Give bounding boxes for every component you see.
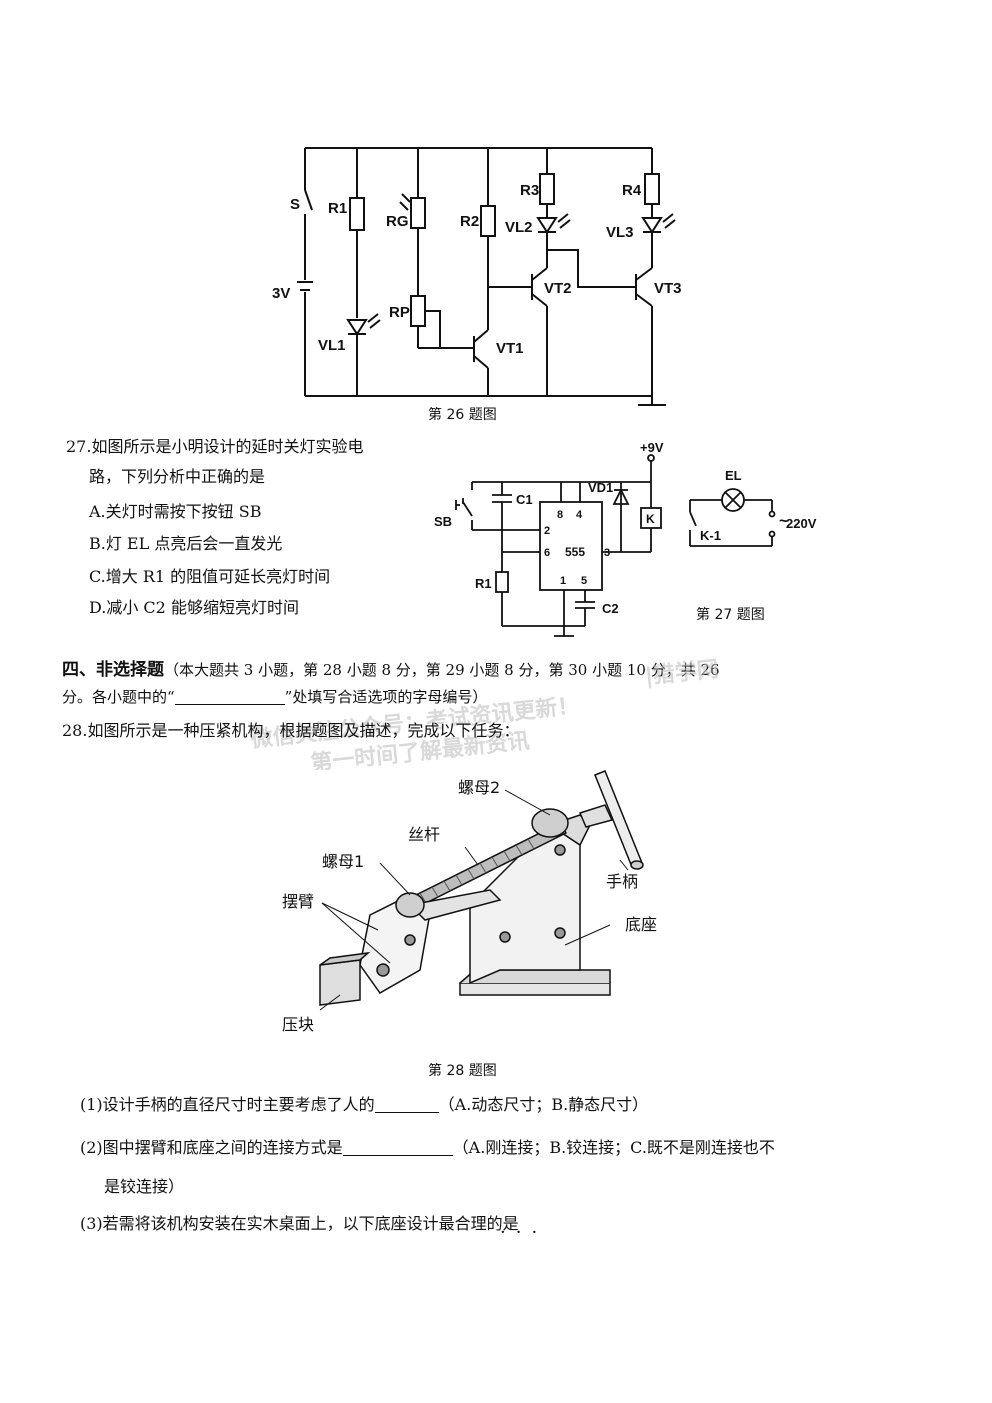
label-vt1: VT1 <box>496 340 524 357</box>
label-vl1: VL1 <box>318 337 346 354</box>
watermark: 微信关注公众号：考试资讯更新！ 第一时间了解最新资讯 |猎学网 <box>249 656 720 770</box>
q27-option-c: C.增大 R1 的阻值可延长亮灯时间 <box>89 567 331 586</box>
pin-2: 2 <box>544 525 550 537</box>
label-r1-27: R1 <box>475 576 492 591</box>
label-vl3: VL3 <box>606 224 634 241</box>
label-s: S <box>290 196 300 213</box>
label-base: 底座 <box>625 915 657 934</box>
label-rg: RG <box>386 213 409 230</box>
label-r3: R3 <box>520 182 539 199</box>
q28-sub1-blank[interactable] <box>374 1094 439 1113</box>
q27-stem-line2: 路，下列分析中正确的是 <box>89 467 266 486</box>
pin-3: 3 <box>604 547 610 559</box>
label-c2: C2 <box>602 601 619 616</box>
label-el: EL <box>725 468 742 483</box>
q28-stem: 28.如图所示是一种压紧机构，根据题图及描述，完成以下任务： <box>62 721 520 740</box>
q28-sub1-text: (1)设计手柄的直径尺寸时主要考虑了人的 <box>80 1095 375 1114</box>
label-vt2: VT2 <box>544 280 572 297</box>
figure-28-clamp: 螺母2 丝杆 螺母1 手柄 摆臂 底座 压块 <box>282 770 657 1034</box>
pin-1: 1 <box>560 575 566 587</box>
label-220v: 220V <box>786 516 817 531</box>
figure-27-caption: 第 27 题图 <box>696 607 765 623</box>
q28-sub2-options: （A.刚连接；B.铰连接；C.既不是刚连接也不 <box>452 1138 775 1157</box>
label-nut2: 螺母2 <box>458 778 500 797</box>
label-9v: +9V <box>640 440 664 455</box>
section4-desc-2b: ”处填写合适选项的字母编号） <box>284 688 488 706</box>
q28-sub3-emphasis-dots: ··· <box>500 1222 548 1243</box>
label-handle: 手柄 <box>606 872 638 891</box>
pin-4: 4 <box>576 509 583 521</box>
label-vt3: VT3 <box>654 280 682 297</box>
section4-line1: 四、非选择题（本大题共 3 小题，第 28 小题 8 分，第 29 小题 8 分… <box>62 655 720 680</box>
label-arm: 摆臂 <box>282 892 314 911</box>
label-vd1: VD1 <box>588 480 613 495</box>
q27-option-b: B.灯 EL 点亮后会一直发光 <box>89 534 283 553</box>
pin-5: 5 <box>581 575 587 587</box>
label-r2: R2 <box>460 213 479 230</box>
svg-text:~: ~ <box>779 513 788 530</box>
label-c1: C1 <box>516 492 533 507</box>
section4-blank <box>174 686 285 705</box>
pin-8: 8 <box>557 509 563 521</box>
label-rp: RP <box>389 304 410 321</box>
figure-28-caption: 第 28 题图 <box>428 1063 497 1079</box>
label-vl2: VL2 <box>505 219 533 236</box>
section4-heading: 四、非选择题 <box>62 660 164 680</box>
q27-option-d: D.减小 C2 能够缩短亮灯时间 <box>89 598 299 617</box>
q28-sub1-options: （A.动态尺寸；B.静态尺寸） <box>438 1095 649 1114</box>
q27-stem-line1: 27.如图所示是小明设计的延时关灯实验电 <box>66 437 364 456</box>
label-r1: R1 <box>328 200 347 217</box>
label-sb: SB <box>434 514 452 529</box>
figure-26-circuit: S R1 RG R2 R3 R4 VL2 VL3 3V RP VT2 VT3 V… <box>272 147 682 406</box>
label-nut1: 螺母1 <box>322 852 364 871</box>
section4-desc-2a: 分。各小题中的“ <box>62 688 175 706</box>
q28-sub1: (1)设计手柄的直径尺寸时主要考虑了人的 （A.动态尺寸；B.静态尺寸） <box>80 1094 648 1116</box>
figure-27-circuit: +9V C1 VD1 EL SB K K-1 220V R1 C2 8 4 2 … <box>434 440 817 637</box>
label-screw: 丝杆 <box>408 825 440 844</box>
q28-sub2-blank[interactable] <box>342 1137 453 1156</box>
label-block: 压块 <box>282 1015 314 1034</box>
q28-sub2-text: (2)图中摆臂和底座之间的连接方式是 <box>80 1138 343 1157</box>
q28-sub2: (2)图中摆臂和底座之间的连接方式是 （A.刚连接；B.铰连接；C.既不是刚连接也… <box>80 1137 775 1159</box>
label-k1: K-1 <box>700 528 721 543</box>
label-3v: 3V <box>272 285 290 302</box>
watermark-brand: |猎学网 <box>644 656 720 690</box>
label-k: K <box>646 512 655 526</box>
pin-6: 6 <box>544 547 550 559</box>
label-r4: R4 <box>622 182 642 199</box>
figure-26-caption: 第 26 题图 <box>428 407 497 423</box>
q28-sub3: (3)若需将该机构安装在实木桌面上，以下底座设计最合理的是 <box>80 1214 519 1233</box>
q27-option-a: A.关灯时需按下按钮 SB <box>89 502 262 521</box>
section4-line2: 分。各小题中的“ ”处填写合适选项的字母编号） <box>62 686 487 707</box>
section4-desc-1: （本大题共 3 小题，第 28 小题 8 分，第 29 小题 8 分，第 30 … <box>164 661 720 679</box>
chip-555: 555 <box>565 545 585 559</box>
q28-sub2-cont: 是铰连接） <box>104 1177 185 1196</box>
